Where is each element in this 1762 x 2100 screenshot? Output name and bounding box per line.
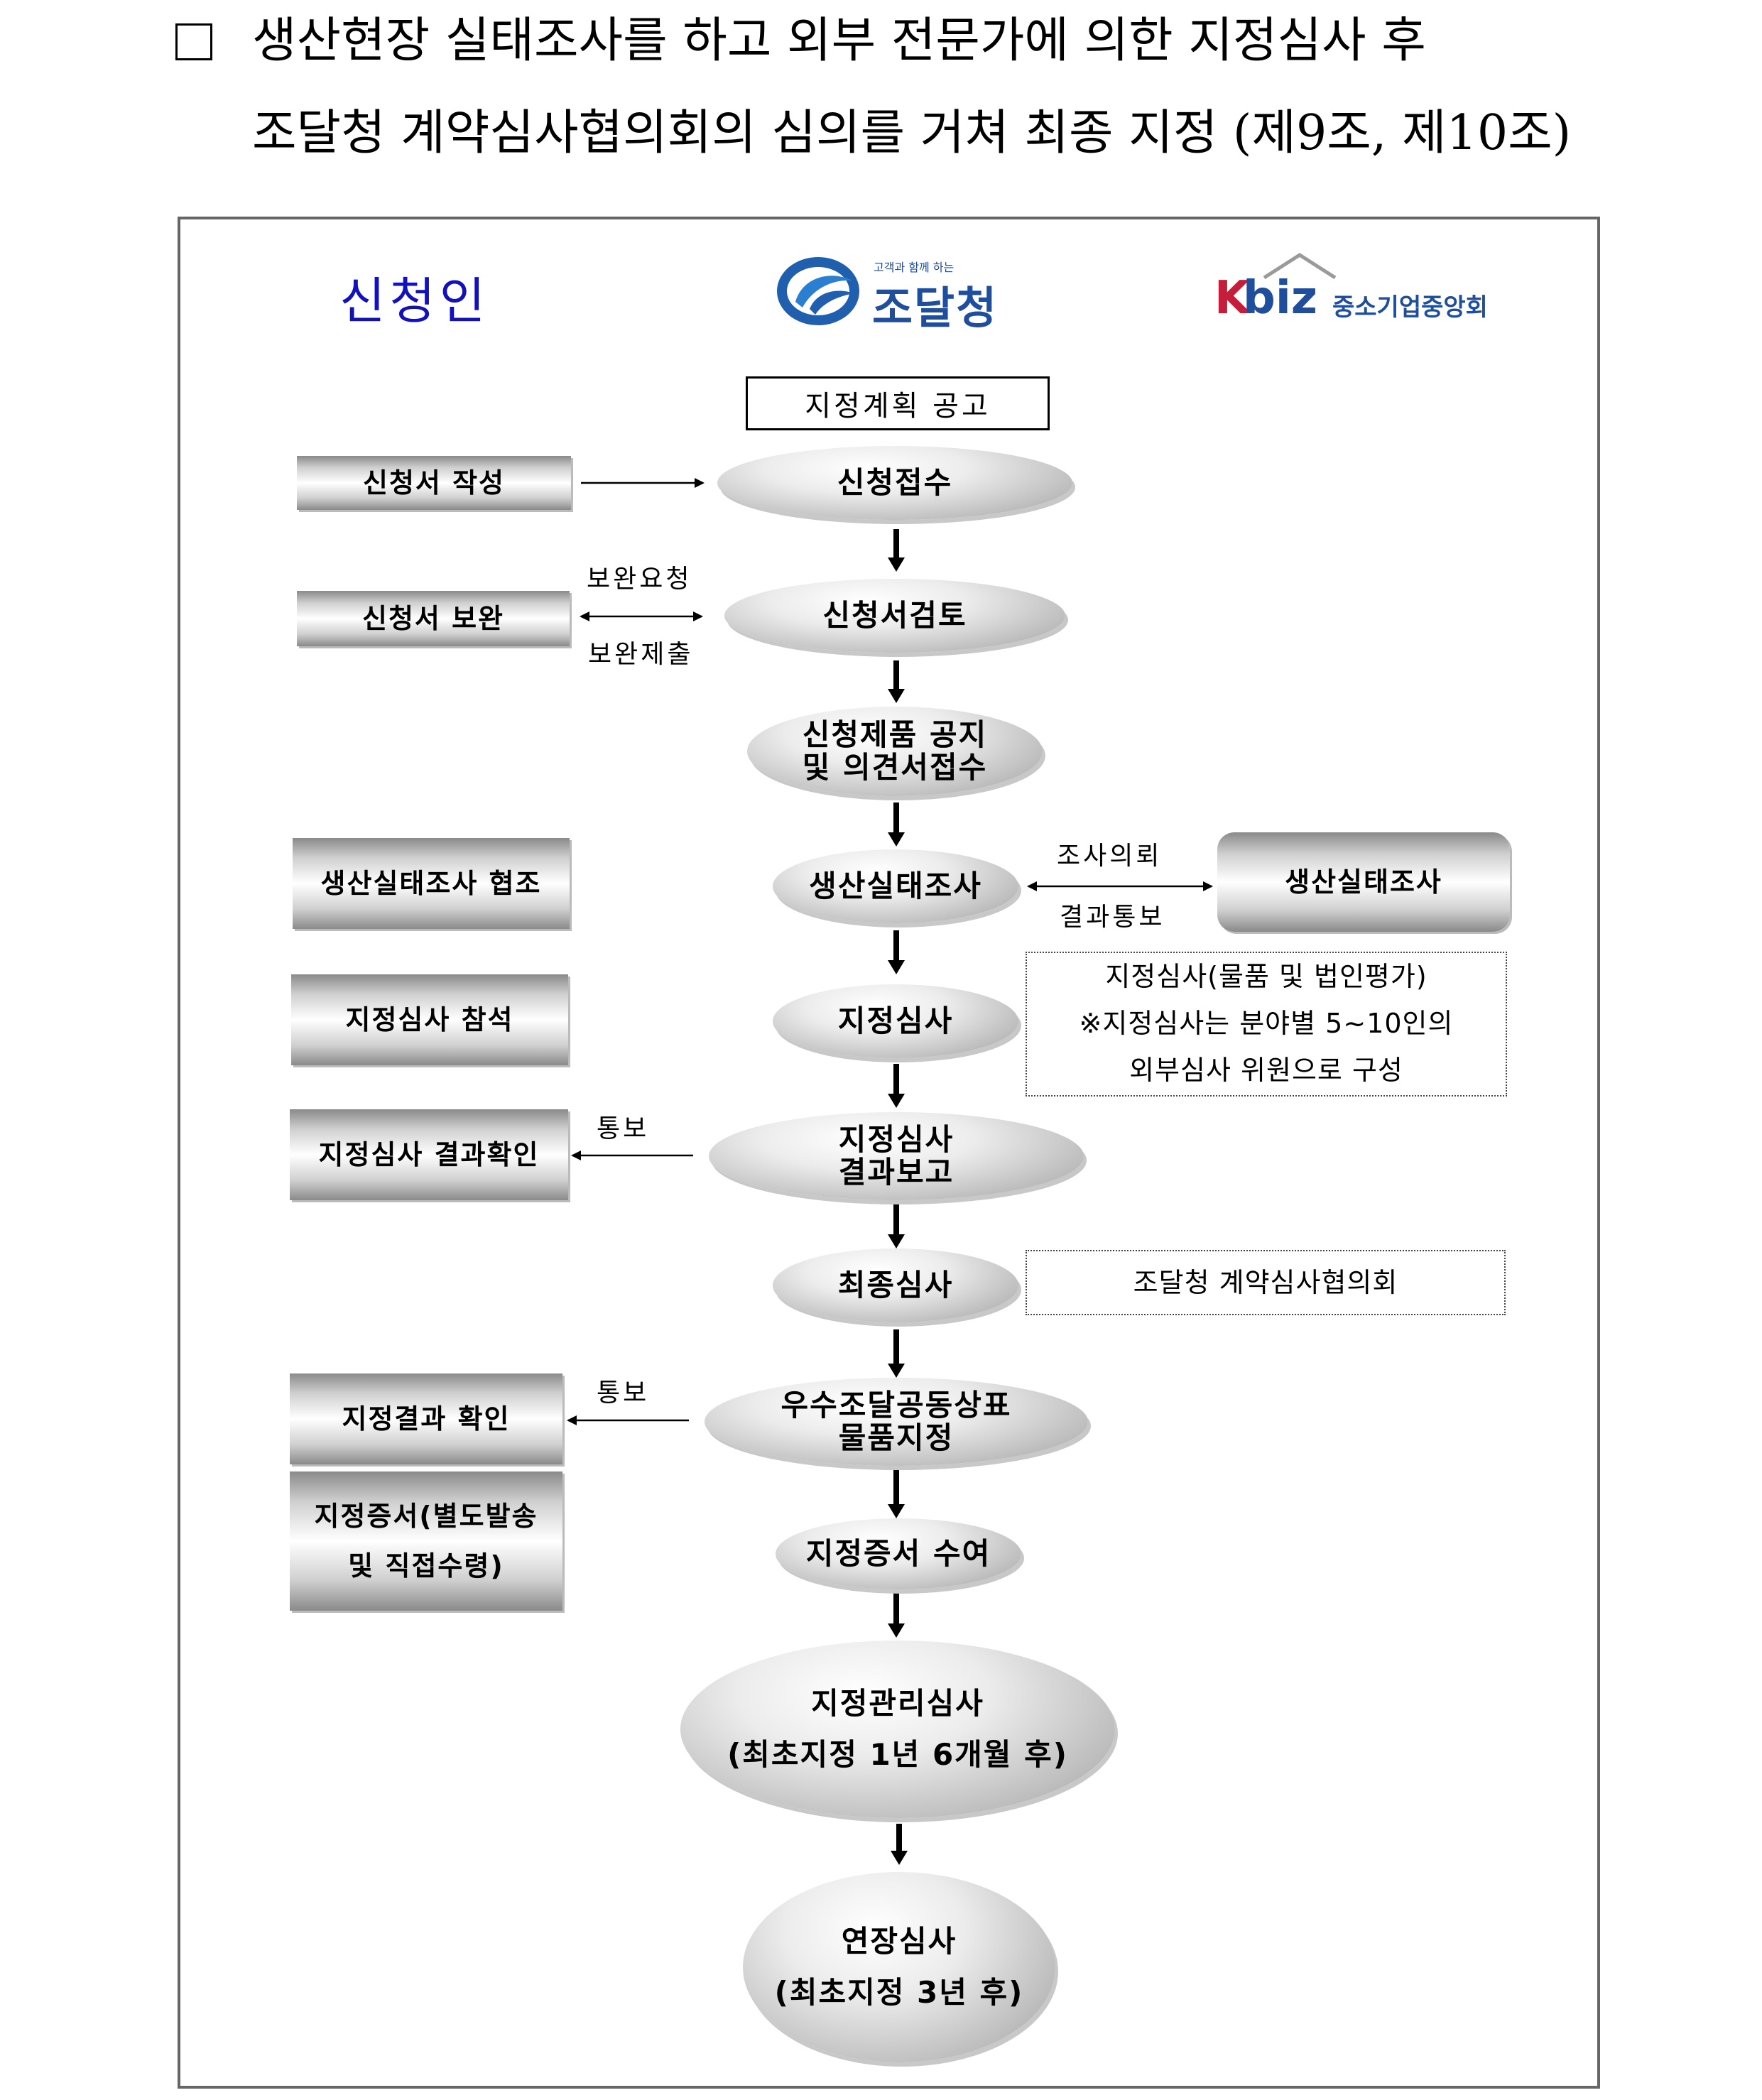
applicant-review-attend-label: 지정심사 참석	[345, 1004, 514, 1035]
note-final-review-label: 조달청 계약심사협의회	[1133, 1267, 1398, 1298]
applicant-review-attend: 지정심사 참석	[291, 974, 568, 1065]
flow-extension-review-line1: 연장심사	[841, 1924, 957, 1959]
label-supplement-submit: 보완제출	[588, 640, 694, 669]
applicant-survey-coop-label: 생산실태조사 협조	[320, 868, 542, 899]
notice-box: 지정계획 공고	[746, 376, 1050, 430]
flow-designation-review: 지정심사	[773, 984, 1018, 1058]
applicant-certificate-line2: 및 직접수령)	[348, 1550, 504, 1582]
kbiz-name: 중소기업중앙회	[1332, 293, 1488, 322]
note-review-line1: 지정심사(물품 및 법인평가)	[1105, 961, 1427, 992]
note-final-review: 조달청 계약심사협의회	[1026, 1250, 1506, 1315]
flow-apply-review: 신청서검토	[724, 579, 1065, 653]
flow-designation: 우수조달공동상표 물품지정	[705, 1378, 1088, 1466]
pps-name: 조달청	[872, 282, 999, 334]
pps-logo: 고객과 함께 하는 조달청	[774, 252, 1030, 334]
kbiz-field-survey: 생산실태조사	[1217, 832, 1510, 932]
flow-final-review: 최종심사	[773, 1248, 1018, 1322]
applicant-result-check-label: 지정심사 결과확인	[318, 1139, 540, 1170]
flow-field-survey: 생산실태조사	[773, 849, 1018, 923]
label-supplement-request: 보완요청	[587, 565, 692, 594]
label-notify-2: 통보	[597, 1378, 650, 1408]
flow-apply-receive: 신청접수	[717, 446, 1072, 520]
applicant-certificate: 지정증서(별도발송 및 직접수령)	[290, 1471, 562, 1611]
applicant-supplement-label: 신청서 보완	[361, 603, 505, 634]
flow-extension-review: 연장심사 (최초지정 3년 후)	[743, 1872, 1055, 2062]
flow-designation-line1: 우수조달공동상표	[781, 1388, 1012, 1422]
applicant-designation-check-label: 지정결과 확인	[342, 1403, 511, 1435]
flow-certificate-label: 지정증서 수여	[805, 1536, 991, 1571]
label-survey-request: 조사의뢰	[1057, 842, 1163, 871]
flow-designation-line2: 물품지정	[838, 1420, 955, 1455]
kbiz-logo: K biz 중소기업중앙회	[1214, 252, 1499, 330]
applicant-write-label: 신청서 작성	[362, 467, 506, 499]
heading-line-2: 조달청 계약심사협의회의 심의를 거쳐 최종 지정 (제9조, 제10조)	[252, 105, 1572, 161]
flowchart-frame	[178, 217, 1600, 2089]
heading-line-1: 생산현장 실태조사를 하고 외부 전문가에 의한 지정심사 후	[252, 13, 1426, 69]
flow-review-result-line2: 결과보고	[838, 1155, 955, 1190]
flow-product-notice: 신청제품 공지 및 의견서접수	[747, 707, 1043, 796]
note-review-line3: 외부심사 위원으로 구성	[1129, 1055, 1403, 1086]
kbiz-biz: biz	[1243, 272, 1317, 325]
flow-management-review: 지정관리심사 (최초지정 1년 6개월 후)	[680, 1641, 1115, 1818]
applicant-write: 신청서 작성	[297, 456, 571, 510]
label-notify-1: 통보	[597, 1114, 650, 1143]
kbiz-k: K	[1214, 272, 1250, 325]
flow-product-notice-line2: 및 의견서접수	[802, 750, 988, 785]
flow-management-review-line2: (최초지정 1년 6개월 후)	[727, 1737, 1068, 1772]
kbiz-roof-icon	[1263, 253, 1337, 280]
flow-certificate: 지정증서 수여	[776, 1518, 1021, 1589]
applicant-column-title: 신청인	[339, 272, 490, 330]
applicant-designation-check: 지정결과 확인	[290, 1373, 562, 1464]
applicant-result-check: 지정심사 결과확인	[290, 1109, 568, 1200]
flow-apply-receive-label: 신청접수	[837, 465, 953, 500]
flow-review-result: 지정심사 결과보고	[709, 1112, 1084, 1200]
flow-extension-review-line2: (최초지정 3년 후)	[774, 1975, 1024, 2010]
label-result-notify: 결과통보	[1060, 903, 1165, 932]
flow-designation-review-label: 지정심사	[837, 1003, 954, 1038]
note-review-line2: ※지정심사는 분야별 5~10인의	[1079, 1008, 1454, 1039]
kbiz-field-survey-label: 생산실태조사	[1285, 866, 1442, 898]
flow-final-review-label: 최종심사	[837, 1268, 954, 1302]
applicant-certificate-line1: 지정증서(별도발송	[314, 1501, 538, 1532]
flow-management-review-line1: 지정관리심사	[811, 1686, 984, 1721]
flow-field-survey-label: 생산실태조사	[809, 869, 982, 903]
heading-checkbox	[175, 23, 212, 60]
pps-emblem-icon	[777, 257, 859, 325]
flow-review-result-line1: 지정심사	[838, 1122, 955, 1157]
note-designation-review: 지정심사(물품 및 법인평가) ※지정심사는 분야별 5~10인의 외부심사 위…	[1026, 952, 1507, 1097]
flow-apply-review-label: 신청서검토	[822, 598, 967, 633]
applicant-survey-coop: 생산실태조사 협조	[293, 838, 570, 929]
applicant-supplement: 신청서 보완	[297, 591, 570, 646]
pps-tagline: 고객과 함께 하는	[874, 261, 955, 274]
flow-product-notice-line1: 신청제품 공지	[802, 717, 988, 752]
